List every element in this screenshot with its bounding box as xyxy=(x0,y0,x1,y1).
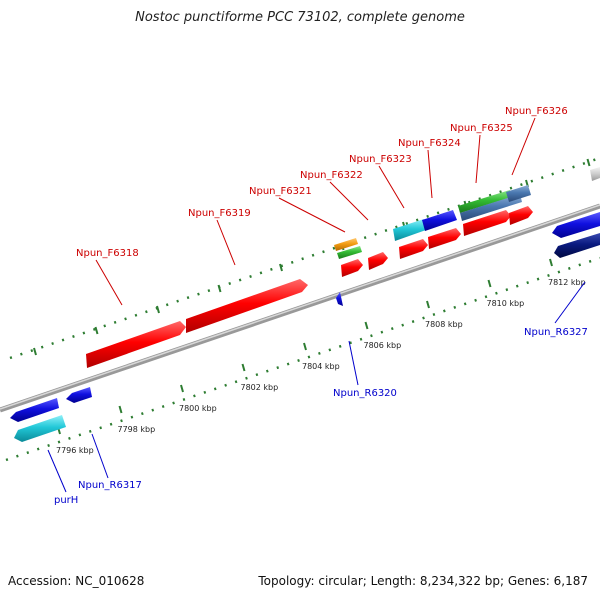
label-Npun_F6319: Npun_F6319 xyxy=(188,208,251,219)
accession-label: Accession: NC_010628 xyxy=(8,574,145,588)
tick-mark xyxy=(156,305,160,314)
tick-mark xyxy=(33,347,37,356)
label-Npun_R6317: Npun_R6317 xyxy=(78,480,142,491)
gene-Npun_F6321 xyxy=(341,259,363,277)
gene-blue-feature xyxy=(422,210,457,231)
label-Npun_F6322: Npun_F6322 xyxy=(300,170,363,181)
tick-labels: 7796 kbp 7798 kbp 7800 kbp 7802 kbp 7804 kbp… xyxy=(56,278,586,455)
genome-backbone xyxy=(0,203,600,413)
tick-mark xyxy=(303,342,307,351)
gene-cyan-feature xyxy=(393,219,426,241)
gene-Npun_R6327-blue xyxy=(552,212,600,238)
label-Npun_R6320: Npun_R6320 xyxy=(333,388,397,399)
label-Npun_F6321: Npun_F6321 xyxy=(249,186,312,197)
gene-blue-left xyxy=(10,398,59,422)
gene-green-long-feature xyxy=(458,190,512,213)
gene-steelblue-feature xyxy=(460,194,522,221)
tick-label: 7812 kbp xyxy=(548,278,586,287)
gene-blue-left-small xyxy=(66,387,92,403)
tick-mark xyxy=(487,279,492,288)
genome-summary: Topology: circular; Length: 8,234,322 bp… xyxy=(258,574,588,588)
gene-Npun_F6319 xyxy=(186,279,308,333)
gene-gray-feature xyxy=(590,167,600,181)
label-Npun_F6326: Npun_F6326 xyxy=(505,106,568,117)
gene-Npun_F6326 xyxy=(509,206,533,225)
gene-orange-feature xyxy=(334,238,358,251)
gene-steelblue-small-feature xyxy=(506,185,531,202)
reverse-callouts xyxy=(47,281,586,493)
tick-mark xyxy=(94,326,99,335)
gene-Npun_F6324 xyxy=(428,228,461,249)
tick-mark xyxy=(118,405,123,414)
tick-mark xyxy=(364,321,369,330)
tick-mark xyxy=(279,263,283,272)
gene-Npun_R6327-navy xyxy=(554,233,600,258)
label-purH: purH xyxy=(54,495,78,506)
tick-label: 7808 kbp xyxy=(425,320,463,329)
tick-label: 7796 kbp xyxy=(56,446,94,455)
label-Npun_F6324: Npun_F6324 xyxy=(398,138,461,149)
gene-Npun_F6322 xyxy=(368,252,388,270)
page-title: Nostoc punctiforme PCC 73102, complete g… xyxy=(135,10,465,25)
gene-Npun_F6325 xyxy=(463,210,511,236)
gene-green-feature xyxy=(337,246,362,259)
tick-mark xyxy=(586,158,591,167)
tick-label: 7802 kbp xyxy=(241,383,279,392)
tick-label: 7798 kbp xyxy=(118,425,156,434)
label-Npun_R6327: Npun_R6327 xyxy=(524,327,588,338)
reverse-genes xyxy=(10,212,600,442)
tick-mark xyxy=(217,284,222,293)
gene-Npun_F6323 xyxy=(399,239,428,259)
forward-genes xyxy=(86,167,600,368)
tick-label: 7800 kbp xyxy=(179,404,217,413)
tick-mark xyxy=(549,258,553,267)
forward-callouts xyxy=(95,117,536,306)
tick-marks xyxy=(33,158,591,435)
label-Npun_F6318: Npun_F6318 xyxy=(76,248,139,259)
tick-mark xyxy=(426,300,430,309)
gene-Npun_R6320 xyxy=(336,292,343,306)
label-Npun_F6325: Npun_F6325 xyxy=(450,123,513,134)
tick-label: 7810 kbp xyxy=(487,299,525,308)
backbone-highlight xyxy=(0,204,600,410)
gene-purH xyxy=(14,415,66,442)
gene-Npun_F6318 xyxy=(86,321,186,368)
tick-mark xyxy=(180,384,184,393)
tick-label: 7806 kbp xyxy=(364,341,402,350)
label-Npun_F6323: Npun_F6323 xyxy=(349,154,412,165)
tick-label: 7804 kbp xyxy=(302,362,340,371)
tick-mark xyxy=(241,363,246,372)
